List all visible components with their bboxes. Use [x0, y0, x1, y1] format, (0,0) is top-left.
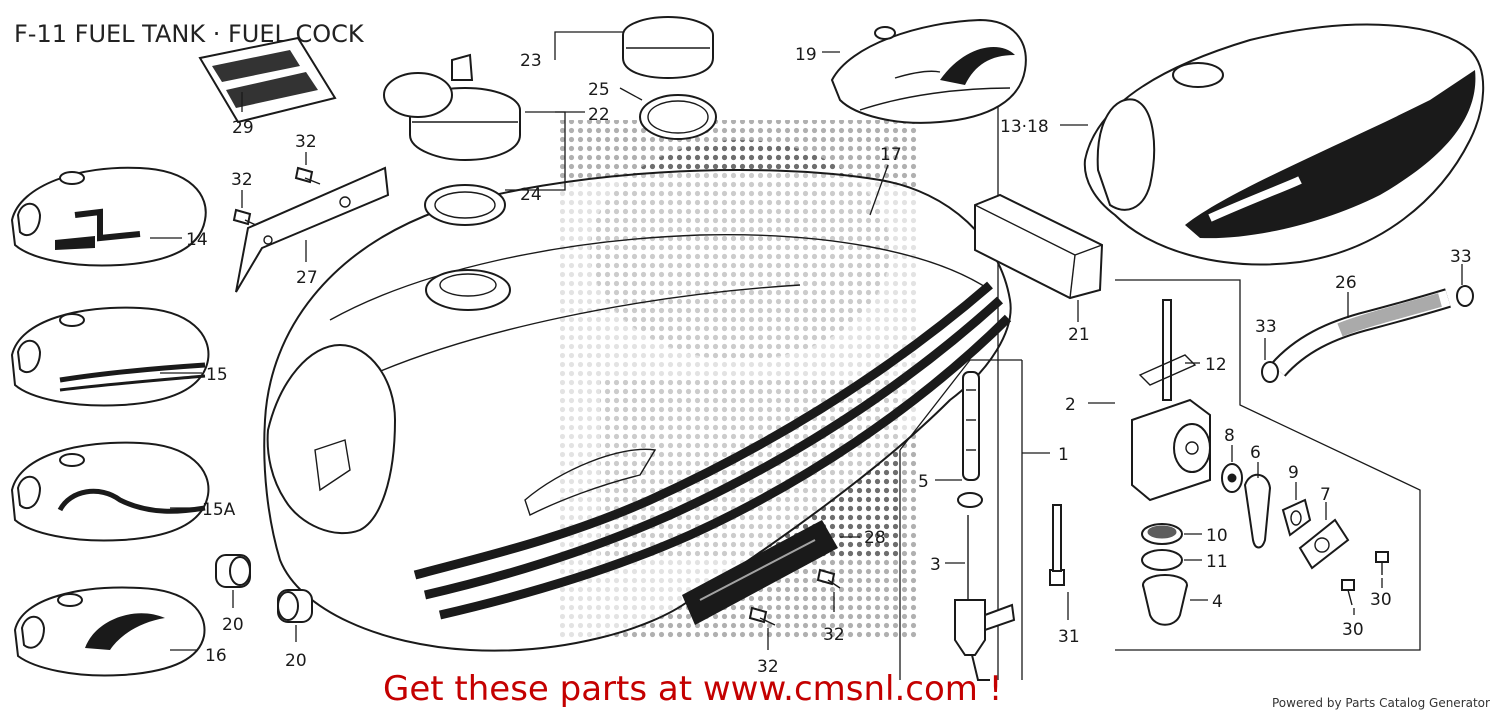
knee-pad-21 — [974, 193, 1104, 300]
callout-20-b: 20 — [285, 651, 307, 671]
callout-32-a: 32 — [295, 132, 317, 152]
fuel-tank-13-18 — [1083, 23, 1485, 266]
bracket-27 — [235, 166, 390, 293]
credit-text: Powered by Parts Catalog Generator — [1272, 696, 1490, 710]
hose-clip-33-a — [1261, 361, 1279, 383]
tank-side-16 — [13, 586, 206, 677]
screw-32-d — [816, 568, 841, 589]
gasket-25 — [639, 94, 717, 140]
fuel-cup-4 — [1142, 574, 1188, 626]
callout-26: 26 — [1335, 273, 1357, 293]
fuel-tank-17 — [263, 169, 1012, 652]
callout-13-18: 13·18 — [1000, 117, 1049, 137]
fuel-hose-26 — [1270, 288, 1451, 377]
packing-8 — [1221, 463, 1243, 493]
callout-29: 29 — [232, 118, 254, 138]
callout-2: 2 — [1065, 395, 1076, 415]
rubber-mount-20-b — [277, 589, 313, 623]
callout-28: 28 — [864, 528, 886, 548]
callout-15a: 15A — [202, 500, 236, 520]
callout-25: 25 — [588, 80, 610, 100]
callout-33-b: 33 — [1450, 247, 1472, 267]
hose-clip-33-b — [1456, 285, 1474, 307]
callout-11: 11 — [1206, 552, 1228, 572]
cock-body — [1131, 398, 1211, 502]
callout-32-c: 32 — [757, 657, 779, 677]
callout-5: 5 — [918, 472, 929, 492]
callout-17: 17 — [880, 145, 902, 165]
lever-6 — [1243, 473, 1272, 549]
callout-6: 6 — [1250, 443, 1261, 463]
diagram-title: F-11 FUEL TANK · FUEL COCK — [14, 20, 365, 48]
tank-side-15 — [10, 306, 210, 407]
gasket-9 — [1281, 498, 1312, 537]
plate-7 — [1298, 518, 1350, 570]
tank-cover-19 — [830, 18, 1027, 124]
bolt-32-left — [232, 208, 259, 227]
callout-32-d: 32 — [823, 625, 845, 645]
callout-14: 14 — [186, 230, 208, 250]
callout-7: 7 — [1320, 485, 1331, 505]
callout-27: 27 — [296, 268, 318, 288]
callout-21: 21 — [1068, 325, 1090, 345]
tank-side-15a — [10, 441, 210, 542]
screen-10 — [1141, 523, 1183, 545]
callout-3: 3 — [930, 555, 941, 575]
callout-24: 24 — [520, 185, 542, 205]
screw-30-b — [1341, 579, 1355, 606]
callout-16: 16 — [205, 646, 227, 666]
callout-20-a: 20 — [222, 615, 244, 635]
screw-32-c — [748, 606, 776, 626]
o-ring-11 — [1141, 549, 1183, 571]
callout-30-a: 30 — [1370, 590, 1392, 610]
promo-link-text[interactable]: Get these parts at www.cmsnl.com ! — [383, 669, 1002, 709]
callout-31: 31 — [1058, 627, 1080, 647]
emblem-29 — [198, 36, 337, 124]
callout-32-b: 32 — [231, 170, 253, 190]
tank-side-14 — [10, 166, 207, 267]
callout-1: 1 — [1058, 445, 1069, 465]
callout-23: 23 — [520, 51, 542, 71]
tank-stripes — [413, 281, 1012, 620]
callout-8: 8 — [1224, 426, 1235, 446]
callout-22: 22 — [588, 105, 610, 125]
callout-10: 10 — [1206, 526, 1228, 546]
fuel-cock-3 — [954, 515, 1016, 681]
callout-15: 15 — [206, 365, 228, 385]
callout-9: 9 — [1288, 463, 1299, 483]
callout-12: 12 — [1205, 355, 1227, 375]
callout-33-a: 33 — [1255, 317, 1277, 337]
callout-4: 4 — [1212, 592, 1223, 612]
gasket-24 — [424, 184, 506, 226]
bolt-32-upper — [294, 166, 321, 185]
rubber-mount-20-a — [215, 554, 251, 588]
fuel-cap-22 — [383, 53, 521, 162]
callout-30-b: 30 — [1342, 620, 1364, 640]
fuel-strainer-5 — [962, 371, 980, 481]
fuel-cap-23 — [622, 16, 714, 80]
emblem-28 — [682, 520, 838, 625]
o-ring-small — [957, 492, 983, 508]
screw-30-a — [1375, 551, 1389, 575]
bolt-31 — [1049, 504, 1065, 586]
reserve-pipe-12 — [1138, 299, 1197, 401]
callout-19: 19 — [795, 45, 817, 65]
